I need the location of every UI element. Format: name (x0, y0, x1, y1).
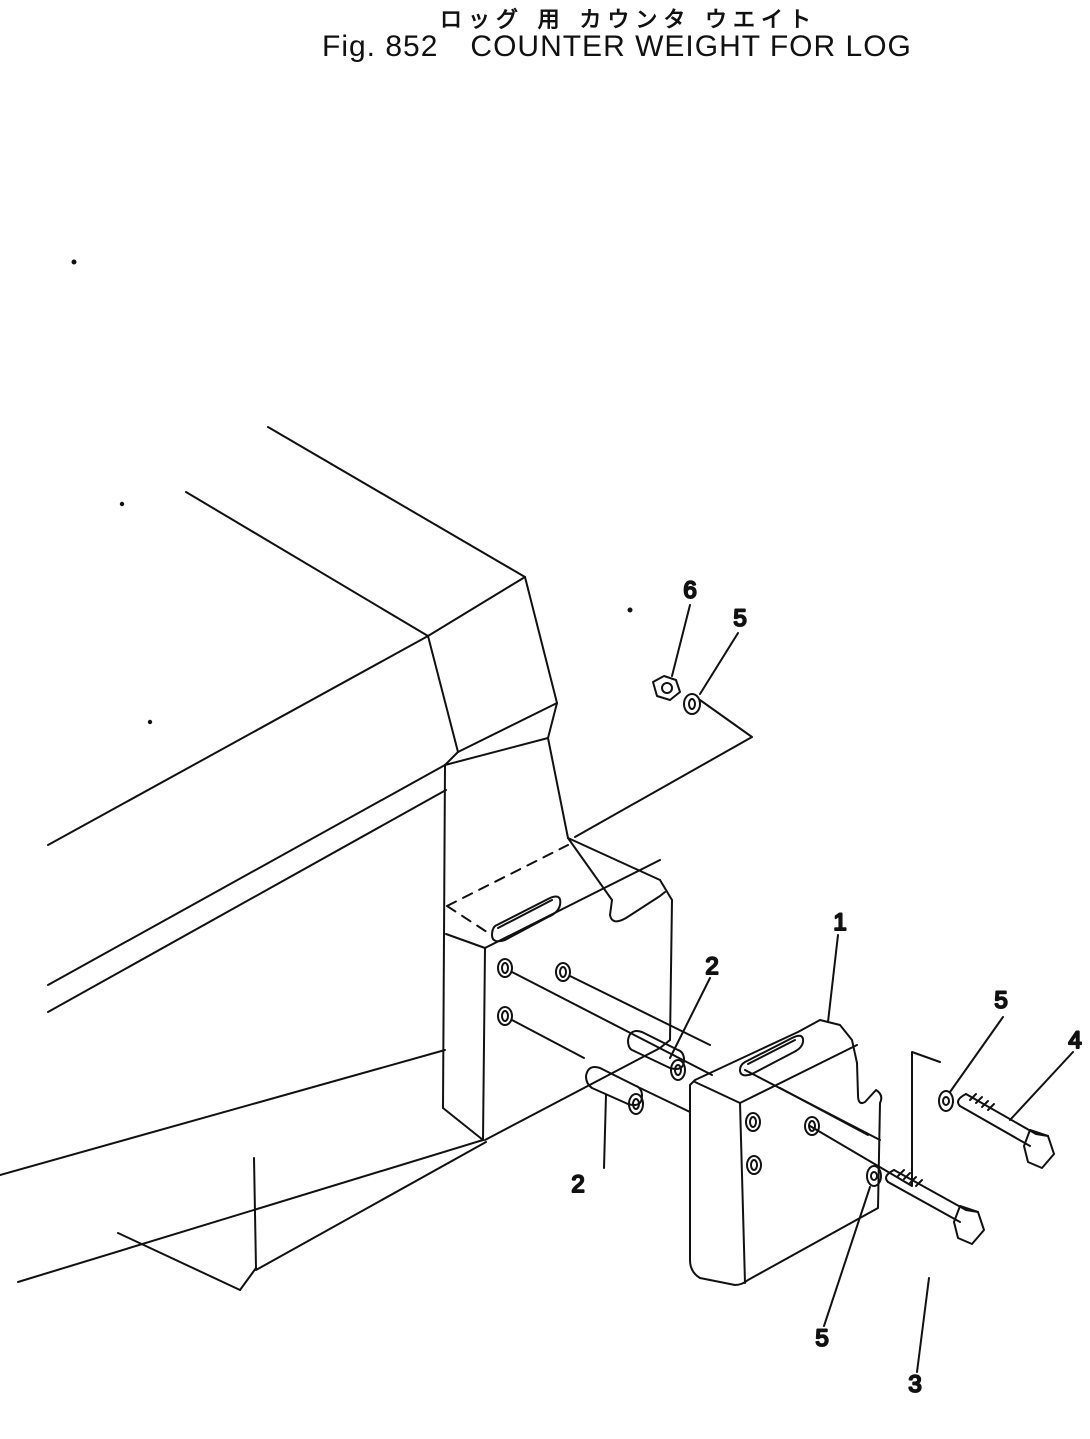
washer-lower (866, 1165, 882, 1187)
spacer-upper (627, 1030, 686, 1081)
callout-2-upper: 2 (705, 953, 718, 980)
callout-5-top: 5 (733, 605, 746, 632)
japanese-title: ロッグ 用 カウンタ ウエイト (440, 8, 817, 33)
bolt-3 (885, 1169, 985, 1245)
spacer-lower (585, 1066, 644, 1115)
counter-weight (689, 1019, 883, 1286)
washer-right (938, 1090, 954, 1112)
callout-3: 3 (908, 1371, 921, 1398)
nut-top (652, 675, 681, 701)
callout-5-lower: 5 (815, 1325, 828, 1352)
callout-5-right: 5 (994, 987, 1007, 1014)
callout-leaders (603, 604, 1074, 1373)
assembly-leader-lines (511, 699, 941, 1187)
figure-title: Fig. 852 COUNTER WEIGHT FOR LOG (322, 30, 912, 64)
figure-caption: COUNTER WEIGHT FOR LOG (470, 30, 912, 63)
machine-body (0, 259, 673, 1291)
callout-2-lower: 2 (571, 1171, 584, 1198)
callout-4: 4 (1068, 1027, 1081, 1054)
callout-1: 1 (833, 909, 846, 936)
bolt-4 (957, 1093, 1055, 1169)
callout-6: 6 (683, 577, 696, 604)
washer-top (683, 693, 701, 715)
figure-number: Fig. 852 (322, 30, 439, 63)
